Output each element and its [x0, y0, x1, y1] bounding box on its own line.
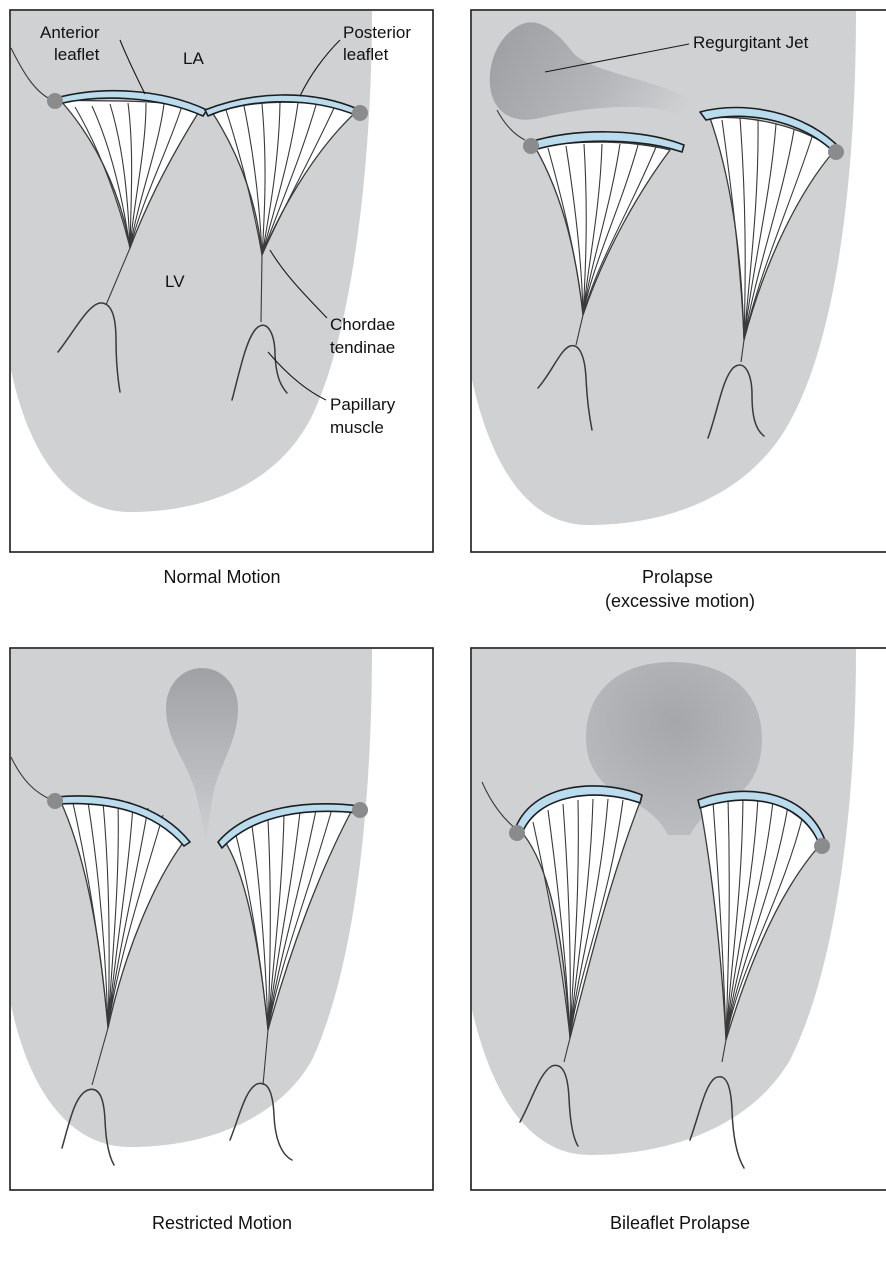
caption-bileaflet-prolapse: Bileaflet Prolapse	[610, 1213, 750, 1233]
panel-bileaflet-prolapse: Bileaflet Prolapse	[471, 648, 886, 1233]
panel-prolapse: Regurgitant Jet Prolapse (excessive moti…	[471, 10, 886, 611]
caption-prolapse: Prolapse (excessive motion)	[605, 567, 755, 611]
la-label: LA	[183, 49, 204, 68]
lv-label: LV	[165, 272, 185, 291]
panel-normal-motion: Anterior leaflet LA Posterior leaflet LV…	[10, 10, 433, 587]
regurgitant-jet-label: Regurgitant Jet	[693, 33, 809, 52]
caption-restricted-motion: Restricted Motion	[152, 1213, 292, 1233]
caption-normal-motion: Normal Motion	[163, 567, 280, 587]
panel-restricted-motion: Restricted Motion	[10, 648, 433, 1233]
